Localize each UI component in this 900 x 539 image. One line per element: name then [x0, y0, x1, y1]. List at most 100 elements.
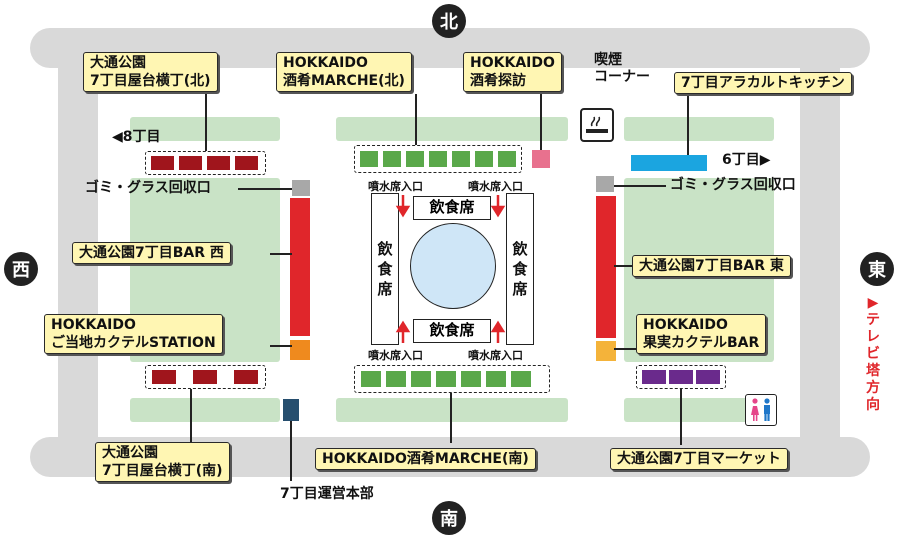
label-line: 酒肴探訪: [470, 73, 526, 89]
label-bar-west: 大通公園7丁目BAR 西: [72, 242, 231, 264]
booth: [669, 370, 693, 384]
booth: [235, 156, 258, 170]
booth: [360, 151, 378, 167]
hq-booth: [283, 399, 299, 421]
compass-north: 北: [432, 4, 466, 38]
dining-bottom-seat: 飲食席: [413, 319, 491, 343]
fountain-entrance-nw: 噴水席入口: [368, 180, 423, 193]
dining-right-seat: 飲食席: [506, 193, 534, 345]
booth: [486, 371, 506, 387]
label-line: 大通公園: [90, 55, 146, 71]
leader-marche-south: [450, 393, 452, 443]
leader-trash-west: [238, 188, 292, 190]
label-line: 酒肴MARCHE(北): [283, 73, 405, 89]
label-fruit-bar: HOKKAIDO 果実カクテルBAR: [636, 314, 767, 354]
label-line: ご当地カクテルSTATION: [51, 335, 216, 351]
booth: [234, 370, 258, 384]
label-line: 果実カクテルBAR: [643, 335, 760, 351]
label-line: HOKKAIDO: [283, 55, 368, 71]
leader-trash-east: [614, 185, 666, 187]
label-chome8: ◀8丁目: [112, 129, 161, 145]
cocktail-station-block: [290, 340, 310, 360]
yatai-north-booths: [145, 151, 266, 175]
leader-market: [680, 389, 682, 445]
booth: [151, 156, 174, 170]
label-line: コーナー: [594, 69, 650, 85]
label-marche-north: HOKKAIDO 酒肴MARCHE(北): [276, 52, 412, 92]
restroom-icon: [745, 394, 777, 426]
booth: [179, 156, 202, 170]
booth: [152, 370, 176, 384]
tanbo-booth: [532, 150, 550, 168]
trash-point-east: [596, 176, 614, 192]
booth: [383, 151, 401, 167]
restroom-icon-glyph: [751, 398, 770, 421]
bar-west-block: [290, 198, 310, 336]
leader-cocktail: [270, 345, 292, 347]
label-trash-east: ゴミ・グラス回収口: [670, 177, 796, 193]
compass-west: 西: [4, 252, 38, 286]
leader-bar-west: [270, 253, 292, 255]
fountain: [410, 223, 496, 309]
label-odori-south: 大通公園 7丁目屋台横丁(南): [95, 442, 230, 482]
label-bar-east: 大通公園7丁目BAR 東: [632, 255, 791, 277]
booth: [436, 371, 456, 387]
label-line: 大通公園: [102, 445, 158, 461]
label-line: HOKKAIDO: [643, 317, 728, 333]
booth: [696, 370, 720, 384]
leader-alacarte: [687, 94, 689, 155]
label-tv-tower: ▶テレビ塔方向: [866, 295, 880, 413]
label-hq: 7丁目運営本部: [280, 486, 374, 502]
fountain-entrance-ne: 噴水席入口: [468, 180, 523, 193]
booth: [498, 151, 516, 167]
label-tanbo: HOKKAIDO 酒肴探訪: [463, 52, 562, 92]
booth: [461, 371, 481, 387]
booth: [511, 371, 531, 387]
label-line: 喫煙: [594, 52, 622, 68]
leader-marche-north: [415, 94, 417, 145]
booth: [406, 151, 424, 167]
booth: [411, 371, 431, 387]
fountain-entrance-se: 噴水席入口: [468, 349, 523, 362]
booth: [207, 156, 230, 170]
park-sc-strip: [336, 398, 568, 422]
park-sw-strip: [130, 398, 280, 422]
smoking-icon: [580, 108, 614, 142]
booth: [361, 371, 381, 387]
fruit-bar-block: [596, 341, 616, 361]
label-chome6: 6丁目▶: [722, 152, 771, 168]
leader-bar-east: [614, 265, 636, 267]
leader-odori-north: [205, 94, 207, 151]
booth: [429, 151, 447, 167]
market-booths: [636, 365, 726, 389]
leader-tanbo: [540, 94, 542, 150]
booth: [452, 151, 470, 167]
leader-odori-south: [190, 389, 192, 443]
booth: [193, 370, 217, 384]
alacarte-booth: [631, 155, 707, 171]
marche-south-booths: [354, 365, 550, 393]
label-trash-west: ゴミ・グラス回収口: [85, 180, 211, 196]
dining-right-label: 飲食席: [512, 240, 528, 298]
dining-left-label: 飲食席: [377, 240, 393, 298]
booth: [475, 151, 493, 167]
leader-hq: [290, 421, 292, 481]
label-cocktail-station: HOKKAIDO ご当地カクテルSTATION: [44, 314, 223, 354]
booth: [642, 370, 666, 384]
dining-top-seat: 飲食席: [413, 196, 491, 220]
road-east: [800, 28, 840, 477]
fountain-entrance-sw: 噴水席入口: [368, 349, 423, 362]
marche-north-booths: [354, 145, 522, 173]
label-line: HOKKAIDO: [470, 55, 555, 71]
park-ne-strip: [624, 117, 774, 141]
trash-point-west: [292, 180, 310, 196]
label-smoking: 喫煙 コーナー: [594, 52, 650, 86]
smoking-icon-glyph: [586, 116, 608, 133]
label-line: 7丁目屋台横丁(南): [102, 463, 223, 479]
dining-left-seat: 飲食席: [371, 193, 399, 345]
label-line: HOKKAIDO: [51, 317, 136, 333]
yatai-south-booths: [145, 365, 266, 389]
bar-east-block: [596, 196, 616, 338]
label-marche-south: HOKKAIDO酒肴MARCHE(南): [315, 448, 536, 470]
label-odori-north: 大通公園 7丁目屋台横丁(北): [83, 52, 218, 92]
